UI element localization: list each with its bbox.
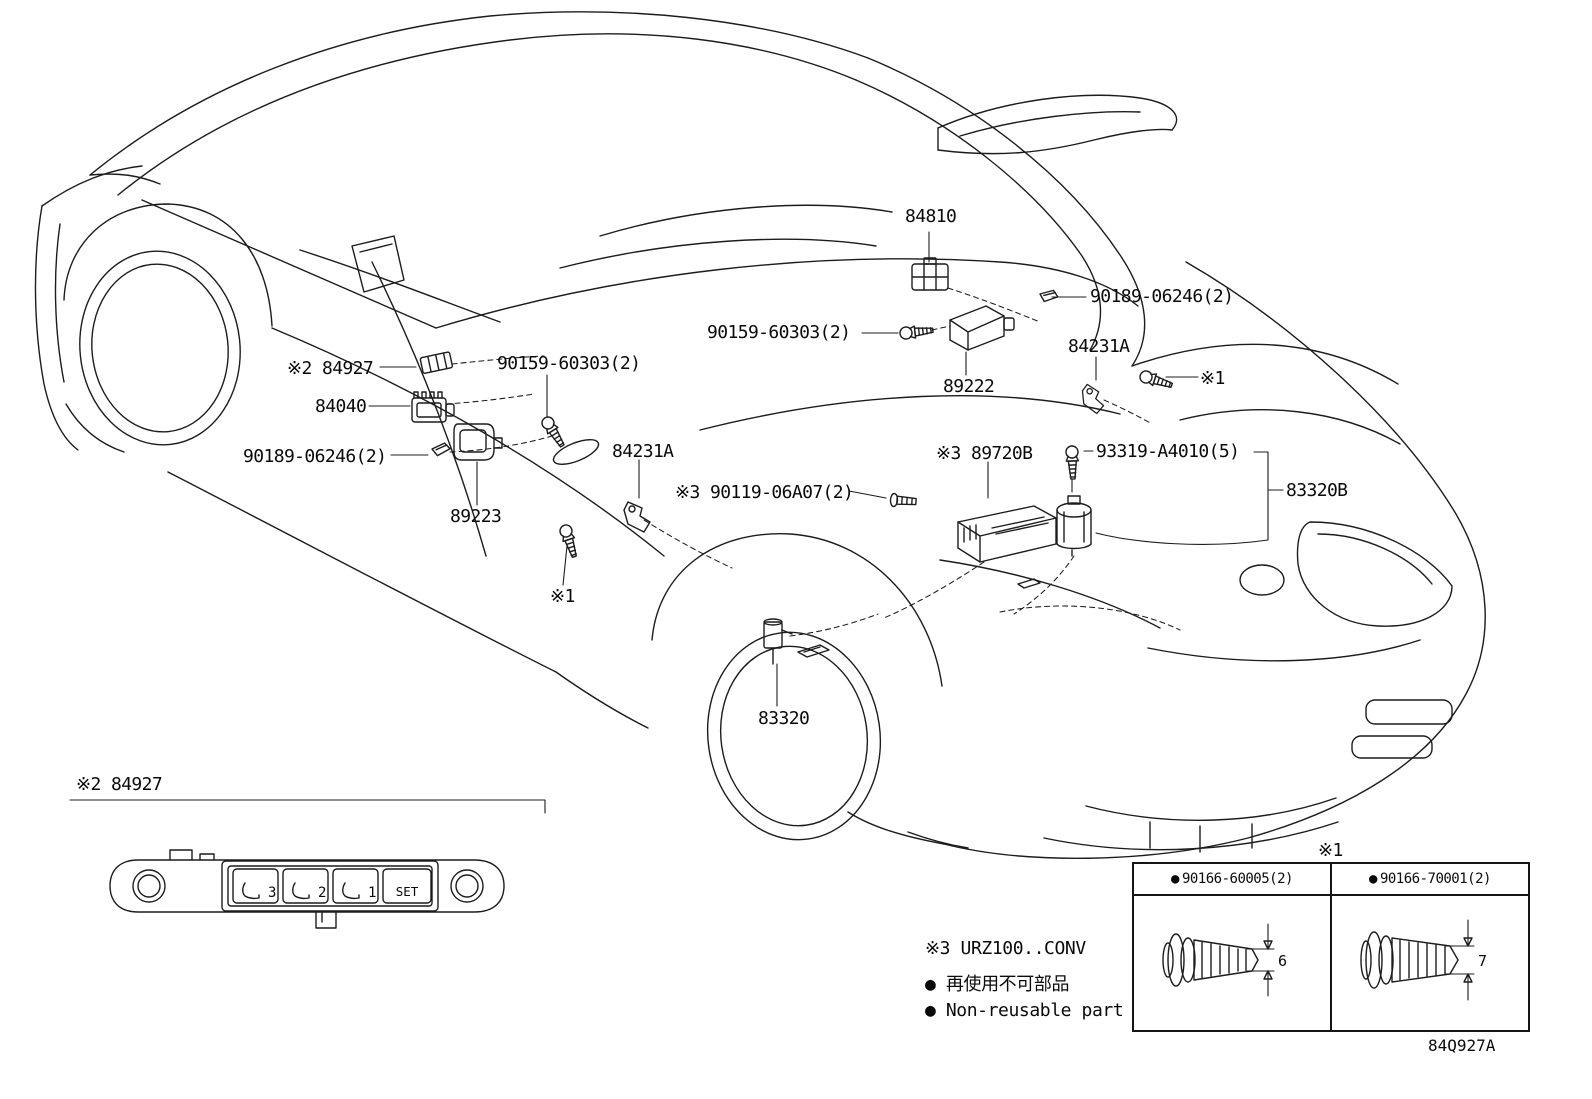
dimension-label: 7: [1478, 952, 1487, 970]
part-label-90159-left: 90159-60303(2): [497, 353, 641, 374]
screw-90159-top: [898, 323, 935, 341]
memory-button-3: [232, 868, 279, 904]
part-label-90189-right: 90189-06246(2): [1090, 286, 1234, 307]
set-button-label: SET: [396, 884, 419, 899]
seat-icon: [242, 882, 260, 900]
switch-detail-title: ※2 84927: [76, 774, 163, 795]
clip-90189-left: [430, 442, 452, 457]
memory-button-2-label: 2: [318, 885, 326, 901]
fastener-table-ref: ※1: [1318, 840, 1343, 861]
fastener-part-number: 90166-70001(2): [1379, 871, 1492, 887]
car-outline: [34, 11, 1486, 859]
part-label-84040: 84040: [315, 396, 367, 417]
part-label-84927-top: ※2 84927: [287, 358, 374, 379]
dimension-label: 6: [1278, 952, 1287, 970]
screw-ref1-right: [1137, 368, 1175, 392]
fastener-table: ●90166-60005(2) 6 ●90166-70001(2): [1132, 862, 1530, 1032]
part-84040-glyph: [411, 391, 455, 423]
ref-label-1-left: ※1: [550, 586, 575, 607]
mounting-hole-right: [450, 869, 484, 903]
part-89720b-glyph: [957, 505, 1057, 563]
memory-button-1: [332, 868, 379, 904]
non-reusable-icon: ●: [1369, 871, 1377, 887]
part-label-89223: 89223: [450, 506, 502, 527]
drawing-code: 84Q927A: [1428, 1036, 1496, 1055]
part-sender-glyph: [1056, 495, 1092, 557]
part-label-89222: 89222: [943, 376, 995, 397]
seat-memory-switch-drawing: 3 2 1 SET: [69, 799, 546, 929]
part-label-83320b: 83320B: [1286, 480, 1348, 501]
screw-ref1-left: [557, 522, 581, 560]
part-label-90189-left: 90189-06246(2): [243, 446, 387, 467]
part-84927-glyph: [419, 351, 453, 374]
part-label-83320: 83320: [758, 708, 810, 729]
non-reusable-icon: ●: [1171, 871, 1179, 887]
grommet-screw-drawing: 6: [1162, 923, 1287, 997]
part-84231a-right-glyph: [1081, 383, 1105, 415]
fastener-part-number: 90166-60005(2): [1181, 871, 1294, 887]
set-button: [382, 868, 432, 904]
non-reusable-icon: ●: [925, 1000, 936, 1021]
screw-93319: [1065, 445, 1080, 480]
fastener-column-90166-70001: ●90166-70001(2) 7: [1330, 864, 1528, 1030]
part-glyphs: [411, 257, 1175, 665]
part-89223-glyph: [453, 423, 503, 461]
part-label-93319: 93319-A4010(5): [1096, 441, 1240, 462]
part-label-84810: 84810: [905, 206, 957, 227]
leader-lines: [368, 231, 1284, 707]
part-84231a-mid-glyph: [623, 501, 651, 533]
part-label-89720b: ※3 89720B: [936, 443, 1033, 464]
grommet-screw-drawing: 7: [1360, 919, 1487, 1001]
ref-label-1-right: ※1: [1200, 368, 1225, 389]
fastener-column-90166-60005: ●90166-60005(2) 6: [1134, 864, 1330, 1030]
screw-90159-left: [539, 414, 569, 450]
part-89222-glyph: [949, 305, 1015, 351]
seat-icon: [342, 882, 360, 900]
non-reusable-note-en: ● Non-reusable part: [925, 1000, 1124, 1021]
bolt-90119: [889, 492, 918, 509]
capsule-glyph: [552, 439, 600, 465]
part-83320-glyph: [763, 618, 793, 665]
clip-plate-glyph: [797, 644, 830, 658]
part-label-84231a-right: 84231A: [1068, 336, 1130, 357]
non-reusable-icon: ●: [925, 974, 936, 995]
mounting-hole-left: [132, 869, 166, 903]
seat-icon: [292, 882, 310, 900]
memory-button-2: [282, 868, 329, 904]
clip-90189-right: [1038, 288, 1060, 304]
part-84810-glyph: [911, 257, 949, 291]
part-label-90119: ※3 90119-06A07(2): [675, 482, 854, 503]
part-label-90159-top: 90159-60303(2): [707, 322, 851, 343]
variant-note: ※3 URZ100..CONV: [925, 938, 1086, 959]
memory-button-1-label: 1: [368, 885, 376, 901]
part-label-84231a-mid: 84231A: [612, 441, 674, 462]
non-reusable-note-jp: ● 再使用不可部品: [925, 974, 1070, 995]
deck-clip-glyph: [1017, 578, 1041, 589]
memory-button-3-label: 3: [268, 885, 276, 901]
